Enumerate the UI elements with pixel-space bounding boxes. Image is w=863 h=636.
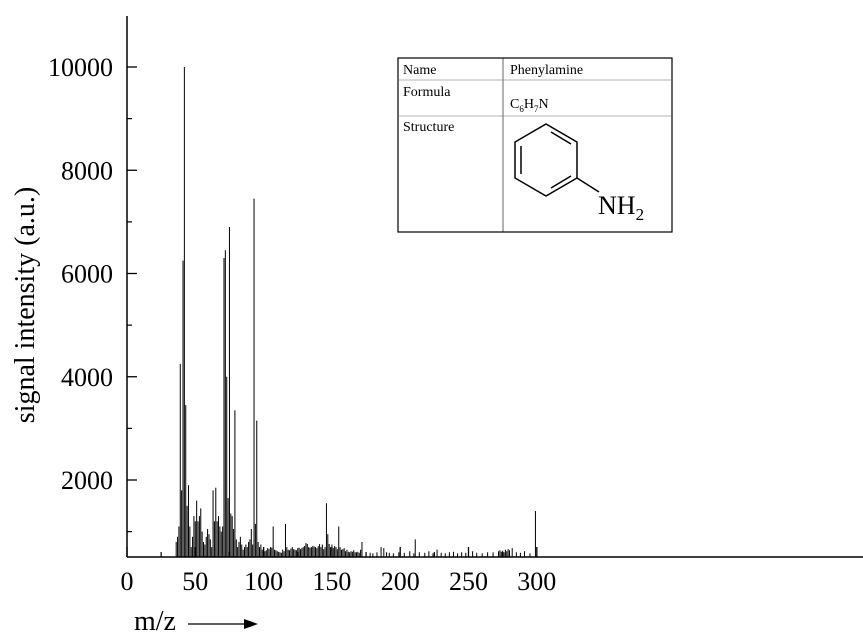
y-tick-label: 4000 — [61, 363, 113, 392]
x-tick-label: 50 — [182, 567, 208, 596]
x-axis-arrow — [188, 619, 258, 629]
ticks: 0 50 100 150 200 250 300 2000 4000 6000 8000 10000 — [48, 53, 556, 596]
y-tick-label: 10000 — [48, 53, 113, 82]
inset-name-value: Phenylamine — [510, 63, 583, 78]
x-tick-label: 200 — [381, 567, 420, 596]
compound-info-table: Name Phenylamine Formula C6H7N Structure… — [397, 57, 673, 233]
x-tick-label: 300 — [517, 567, 556, 596]
amine-group-label: NH2 — [598, 191, 644, 224]
benzene-ring-structure — [514, 123, 600, 197]
y-tick-label: 8000 — [61, 156, 113, 185]
inset-formula-value: C6H7N — [510, 97, 549, 114]
axes — [126, 16, 863, 558]
inset-name-label: Name — [403, 63, 436, 78]
y-tick-label: 6000 — [61, 260, 113, 289]
inset-structure-label: Structure — [403, 120, 454, 135]
x-tick-label: 0 — [121, 567, 134, 596]
y-axis-title: signal intensity (a.u.) — [10, 187, 41, 423]
x-tick-label: 150 — [312, 567, 351, 596]
y-tick-label: 2000 — [61, 466, 113, 495]
inset-formula-label: Formula — [403, 85, 451, 100]
x-tick-label: 100 — [244, 567, 283, 596]
x-tick-label: 250 — [449, 567, 488, 596]
x-axis-title: m/z — [134, 606, 176, 636]
